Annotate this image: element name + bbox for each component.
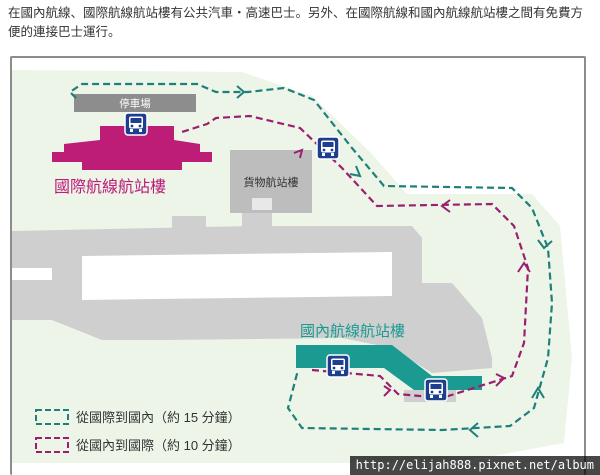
airport-map: 停車場 國際航線航站樓 貨物航站樓 國內航線航站樓 從國際到國內（約 15 分鐘… [10,56,586,475]
bus-stop-domestic-east-icon [424,378,448,402]
domestic-terminal-label: 國內航線航站樓 [300,323,405,340]
parking-label: 停車場 [119,97,151,110]
runway [12,226,492,373]
intro-text: 在國內航線、國際航線航站樓有公共汽車・高速巴士。另外、在國際航線和國內航線航站樓… [8,6,584,39]
cargo-terminal [230,150,312,213]
bus-stop-domestic-icon [326,354,350,378]
international-terminal [52,126,212,162]
taxiway [172,213,272,231]
legend-label-domestic-to-intl: 從國內到國際（約 10 分鐘） [76,438,241,453]
parking-lot [74,94,196,112]
airport-map-drawing: 停車場 國際航線航站樓 貨物航站樓 國內航線航站樓 從國際到國內（約 15 分鐘… [12,70,572,463]
international-terminal-label: 國際航線航站樓 [54,178,166,196]
bus-stop-international-icon [124,112,148,136]
watermark: http://elijah888.pixnet.net/album [349,456,600,475]
cargo-terminal-label: 貨物航站樓 [244,175,299,189]
legend: 從國際到國內（約 15 分鐘） 從國內到國際（約 10 分鐘） [35,409,241,453]
legend-swatch-domestic-to-intl [35,437,69,453]
route-intl-to-domestic [68,82,554,432]
legend-swatch-intl-to-domestic [35,409,69,425]
legend-label-intl-to-domestic: 從國際到國內（約 15 分鐘） [76,410,241,425]
route-domestic-to-intl [181,114,530,400]
route-arrows [236,85,553,438]
bus-stop-cargo-icon [316,136,340,160]
